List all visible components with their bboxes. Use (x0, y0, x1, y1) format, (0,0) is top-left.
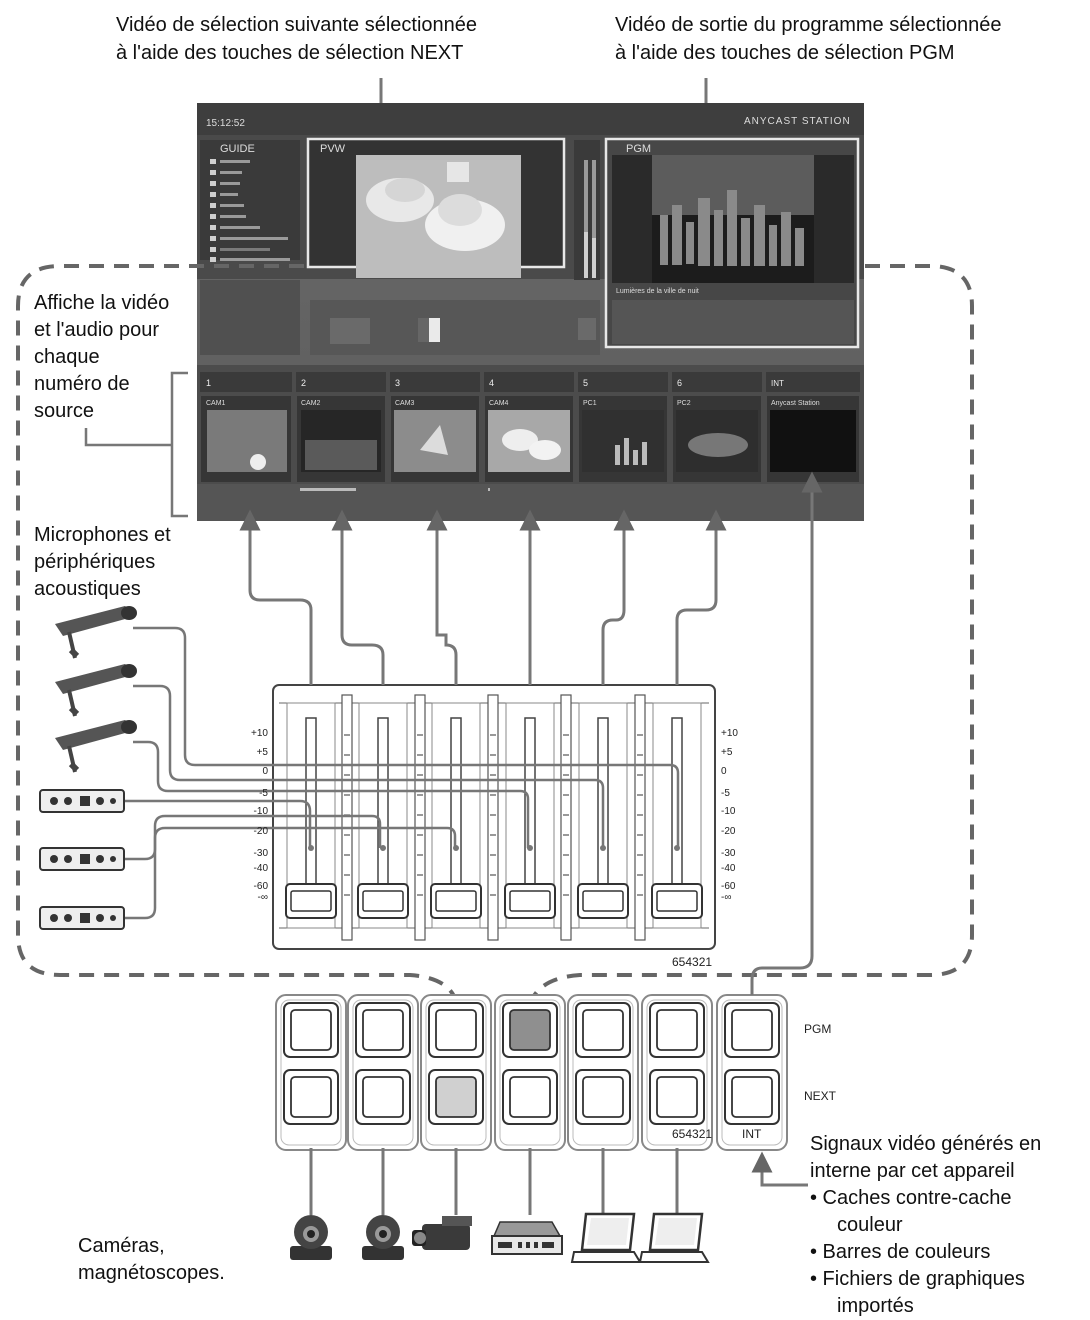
pgm-key-2[interactable] (356, 1003, 410, 1057)
scale-tick-label: -10 (721, 806, 747, 817)
next-key-2[interactable] (356, 1070, 410, 1124)
screen-pgm-caption: Lumières de la ville de nuit (616, 288, 699, 295)
screen-clock: 15:12:52 (206, 118, 245, 129)
caption-internal-bullet-3b: importés (837, 1293, 914, 1320)
switcher-column-1 (276, 995, 346, 1150)
switcher-int-label: INT (742, 1127, 761, 1141)
scale-tick-label: -40 (721, 863, 747, 874)
caption-internal-bullet-1a: • Caches contre-cache (810, 1185, 1012, 1212)
scale-tick-label: -5 (242, 788, 268, 799)
svg-text:4: 4 (489, 378, 494, 388)
fader-knob[interactable] (652, 884, 702, 918)
next-key-4[interactable] (503, 1070, 557, 1124)
next-key-5[interactable] (576, 1070, 630, 1124)
switcher-screen (197, 103, 864, 521)
fader-knob[interactable] (431, 884, 481, 918)
switcher-row-next-label: NEXT (804, 1089, 836, 1103)
caption-mics-1: Microphones et (34, 522, 171, 549)
svg-text:PC1: PC1 (583, 400, 597, 407)
scale-tick-label: -10 (242, 806, 268, 817)
pgm-key-7[interactable] (725, 1003, 779, 1057)
scale-tick-label: -∞ (721, 892, 747, 903)
svg-text:CAM4: CAM4 (489, 400, 509, 407)
svg-text:2: 2 (301, 378, 306, 388)
pgm-key-4[interactable] (503, 1003, 557, 1057)
switcher-column-3 (421, 995, 491, 1150)
pgm-key-3[interactable] (429, 1003, 483, 1057)
svg-text:6: 6 (677, 378, 682, 388)
switcher-channel-label: 654321 (672, 1127, 712, 1141)
next-key-1[interactable] (284, 1070, 338, 1124)
scale-tick-label: +5 (721, 747, 747, 758)
caption-cameras-2: magnétoscopes. (78, 1260, 225, 1287)
caption-cameras-1: Caméras, (78, 1233, 165, 1260)
scale-tick-label: -5 (721, 788, 747, 799)
fader-knob[interactable] (286, 884, 336, 918)
svg-text:CAM1: CAM1 (206, 400, 226, 407)
svg-text:3: 3 (395, 378, 400, 388)
scale-tick-label: -30 (721, 848, 747, 859)
fader-knob[interactable] (505, 884, 555, 918)
screen-pvw-label: PVW (320, 143, 346, 155)
svg-text:CAM2: CAM2 (301, 400, 321, 407)
pgm-key-1[interactable] (284, 1003, 338, 1057)
fader-knob[interactable] (358, 884, 408, 918)
svg-text:CAM3: CAM3 (395, 400, 415, 407)
mixer-divider (415, 695, 425, 940)
next-key-3[interactable] (429, 1070, 483, 1124)
caption-source-info-1: Affiche la vidéo (34, 290, 169, 317)
switcher-column-5 (568, 995, 638, 1150)
caption-internal-1: Signaux vidéo générés en (810, 1131, 1041, 1158)
next-key-6[interactable] (650, 1070, 704, 1124)
switcher-row-pgm-label: PGM (804, 1022, 831, 1036)
screen-brand: ANYCAST STATION (744, 116, 851, 127)
caption-internal-2: interne par cet appareil (810, 1158, 1015, 1185)
svg-text:Anycast Station: Anycast Station (771, 400, 820, 407)
scale-tick-label: -30 (242, 848, 268, 859)
audio-device-icons (40, 790, 124, 929)
scale-tick-label: 0 (242, 766, 268, 777)
scale-tick-label: 0 (721, 766, 747, 777)
microphone-icons (55, 606, 137, 772)
caption-source-info-5: source (34, 398, 94, 425)
source-tiles (200, 372, 860, 482)
caption-internal-bullet-1b: couleur (837, 1212, 903, 1239)
pgm-key-5[interactable] (576, 1003, 630, 1057)
fader-knob[interactable] (578, 884, 628, 918)
caption-mics-3: acoustiques (34, 576, 141, 603)
switcher-column-2 (348, 995, 418, 1150)
scale-tick-label: -60 (242, 881, 268, 892)
mixer-channel-label: 654321 (672, 955, 712, 969)
svg-text:INT: INT (771, 379, 784, 388)
svg-text:PC2: PC2 (677, 400, 691, 407)
screen-guide-title: GUIDE (220, 143, 255, 155)
mixer-divider (635, 695, 645, 940)
screen-pgm-label: PGM (626, 143, 651, 155)
switcher-column-4 (495, 995, 565, 1150)
caption-internal-bullet-2: • Barres de couleurs (810, 1239, 990, 1266)
pgm-key-6[interactable] (650, 1003, 704, 1057)
caption-internal-bullet-3a: • Fichiers de graphiques (810, 1266, 1025, 1293)
mixer-faders (286, 695, 702, 940)
scale-tick-label: +5 (242, 747, 268, 758)
caption-source-info-2: et l'audio pour (34, 317, 159, 344)
source-device-icons (290, 1214, 708, 1262)
mixer-divider (342, 695, 352, 940)
svg-text:5: 5 (583, 378, 588, 388)
scale-tick-label: -20 (721, 826, 747, 837)
scale-tick-label: -40 (242, 863, 268, 874)
scale-tick-label: -∞ (242, 892, 268, 903)
mixer-divider (561, 695, 571, 940)
svg-text:1: 1 (206, 378, 211, 388)
caption-mics-2: périphériques (34, 549, 155, 576)
scale-tick-label: +10 (242, 728, 268, 739)
next-key-7[interactable] (725, 1070, 779, 1124)
scale-tick-label: -20 (242, 826, 268, 837)
mixer-divider (488, 695, 498, 940)
scale-tick-label: +10 (721, 728, 747, 739)
caption-source-info-3: chaque (34, 344, 100, 371)
caption-source-info-4: numéro de (34, 371, 130, 398)
scale-tick-label: -60 (721, 881, 747, 892)
